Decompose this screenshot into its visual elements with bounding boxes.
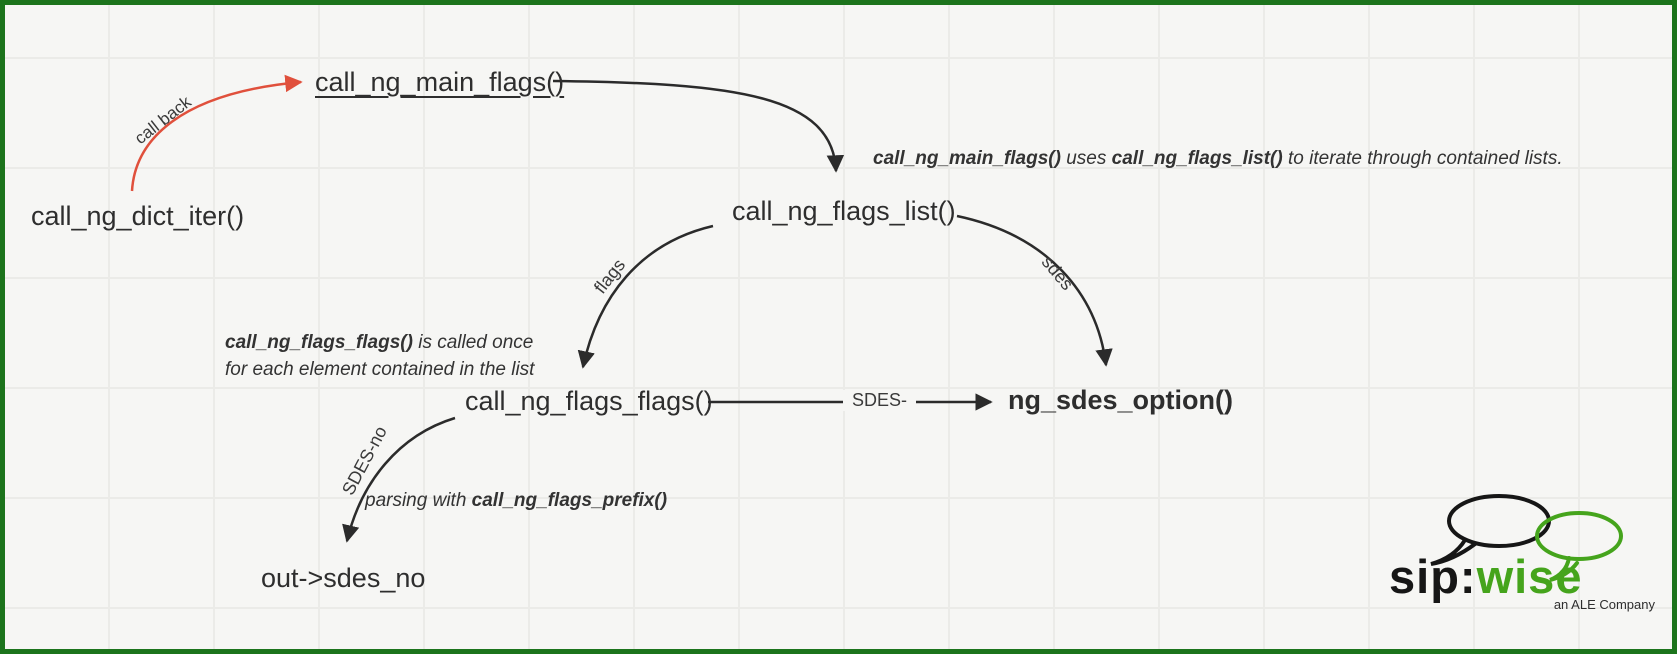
annotation-iterate-note: call_ng_main_flags() uses call_ng_flags_… — [873, 145, 1563, 172]
annotation-text: parsing with — [365, 490, 472, 511]
node-call-ng-flags-list: call_ng_flags_list() — [732, 196, 956, 226]
annotation-line: for each element contained in the list — [225, 359, 535, 380]
edge-mainflags-to-flagslist-arrow — [552, 79, 845, 173]
edge-flagslist-to-sdesoption-arrow — [956, 214, 1113, 367]
annotation-text: call_ng_flags_flags() — [225, 332, 413, 353]
speech-bubble-black-tail-icon — [1430, 538, 1477, 566]
annotation-text: call_ng_flags_prefix() — [471, 490, 668, 511]
node-call-ng-dict-iter: call_ng_dict_iter() — [31, 201, 245, 231]
logo-text-wise: wise — [1476, 550, 1583, 603]
annotation-line: call_ng_flags_flags() is called once — [225, 329, 534, 356]
speech-bubble-green-icon — [1535, 511, 1623, 561]
edge-label-flags: flags — [590, 255, 630, 298]
logo-tagline: an ALE Company — [1554, 597, 1656, 612]
annotation-text: uses — [1060, 148, 1112, 169]
speech-bubble-green-tail-icon — [1549, 556, 1579, 582]
edge-label-call-back: call back — [131, 92, 195, 148]
logo-wordmark: sip:wise — [1389, 550, 1582, 603]
annotation-text: is called once — [412, 332, 534, 353]
annotation-text: call_ng_flags_list() — [1111, 148, 1283, 169]
annotation-text: to iterate through contained lists. — [1282, 148, 1563, 169]
node-call-ng-flags-flags: call_ng_flags_flags() — [465, 386, 713, 416]
logo-text-sip: sip: — [1389, 550, 1477, 603]
annotation-text: call_ng_main_flags() — [873, 148, 1061, 169]
sipwise-logo-graphic: sip:wise an ALE Company — [1389, 494, 1656, 612]
edge-label-sdes-dash: SDES- — [843, 390, 917, 411]
annotation-prefix-note: parsing with call_ng_flags_prefix() — [365, 487, 667, 514]
edge-label-sdes: sdes — [1037, 252, 1078, 294]
annotation-called-once-note: call_ng_flags_flags() is called once for… — [225, 329, 534, 383]
edge-flagslist-to-flagsflags-arrow — [577, 224, 714, 369]
node-ng-sdes-option: ng_sdes_option() — [1008, 385, 1234, 415]
node-call-ng-main-flags: call_ng_main_flags() — [315, 67, 565, 97]
node-out-sdes-no: out->sdes_no — [261, 563, 426, 593]
sipwise-logo: sip:wise an ALE Company — [1387, 491, 1659, 613]
